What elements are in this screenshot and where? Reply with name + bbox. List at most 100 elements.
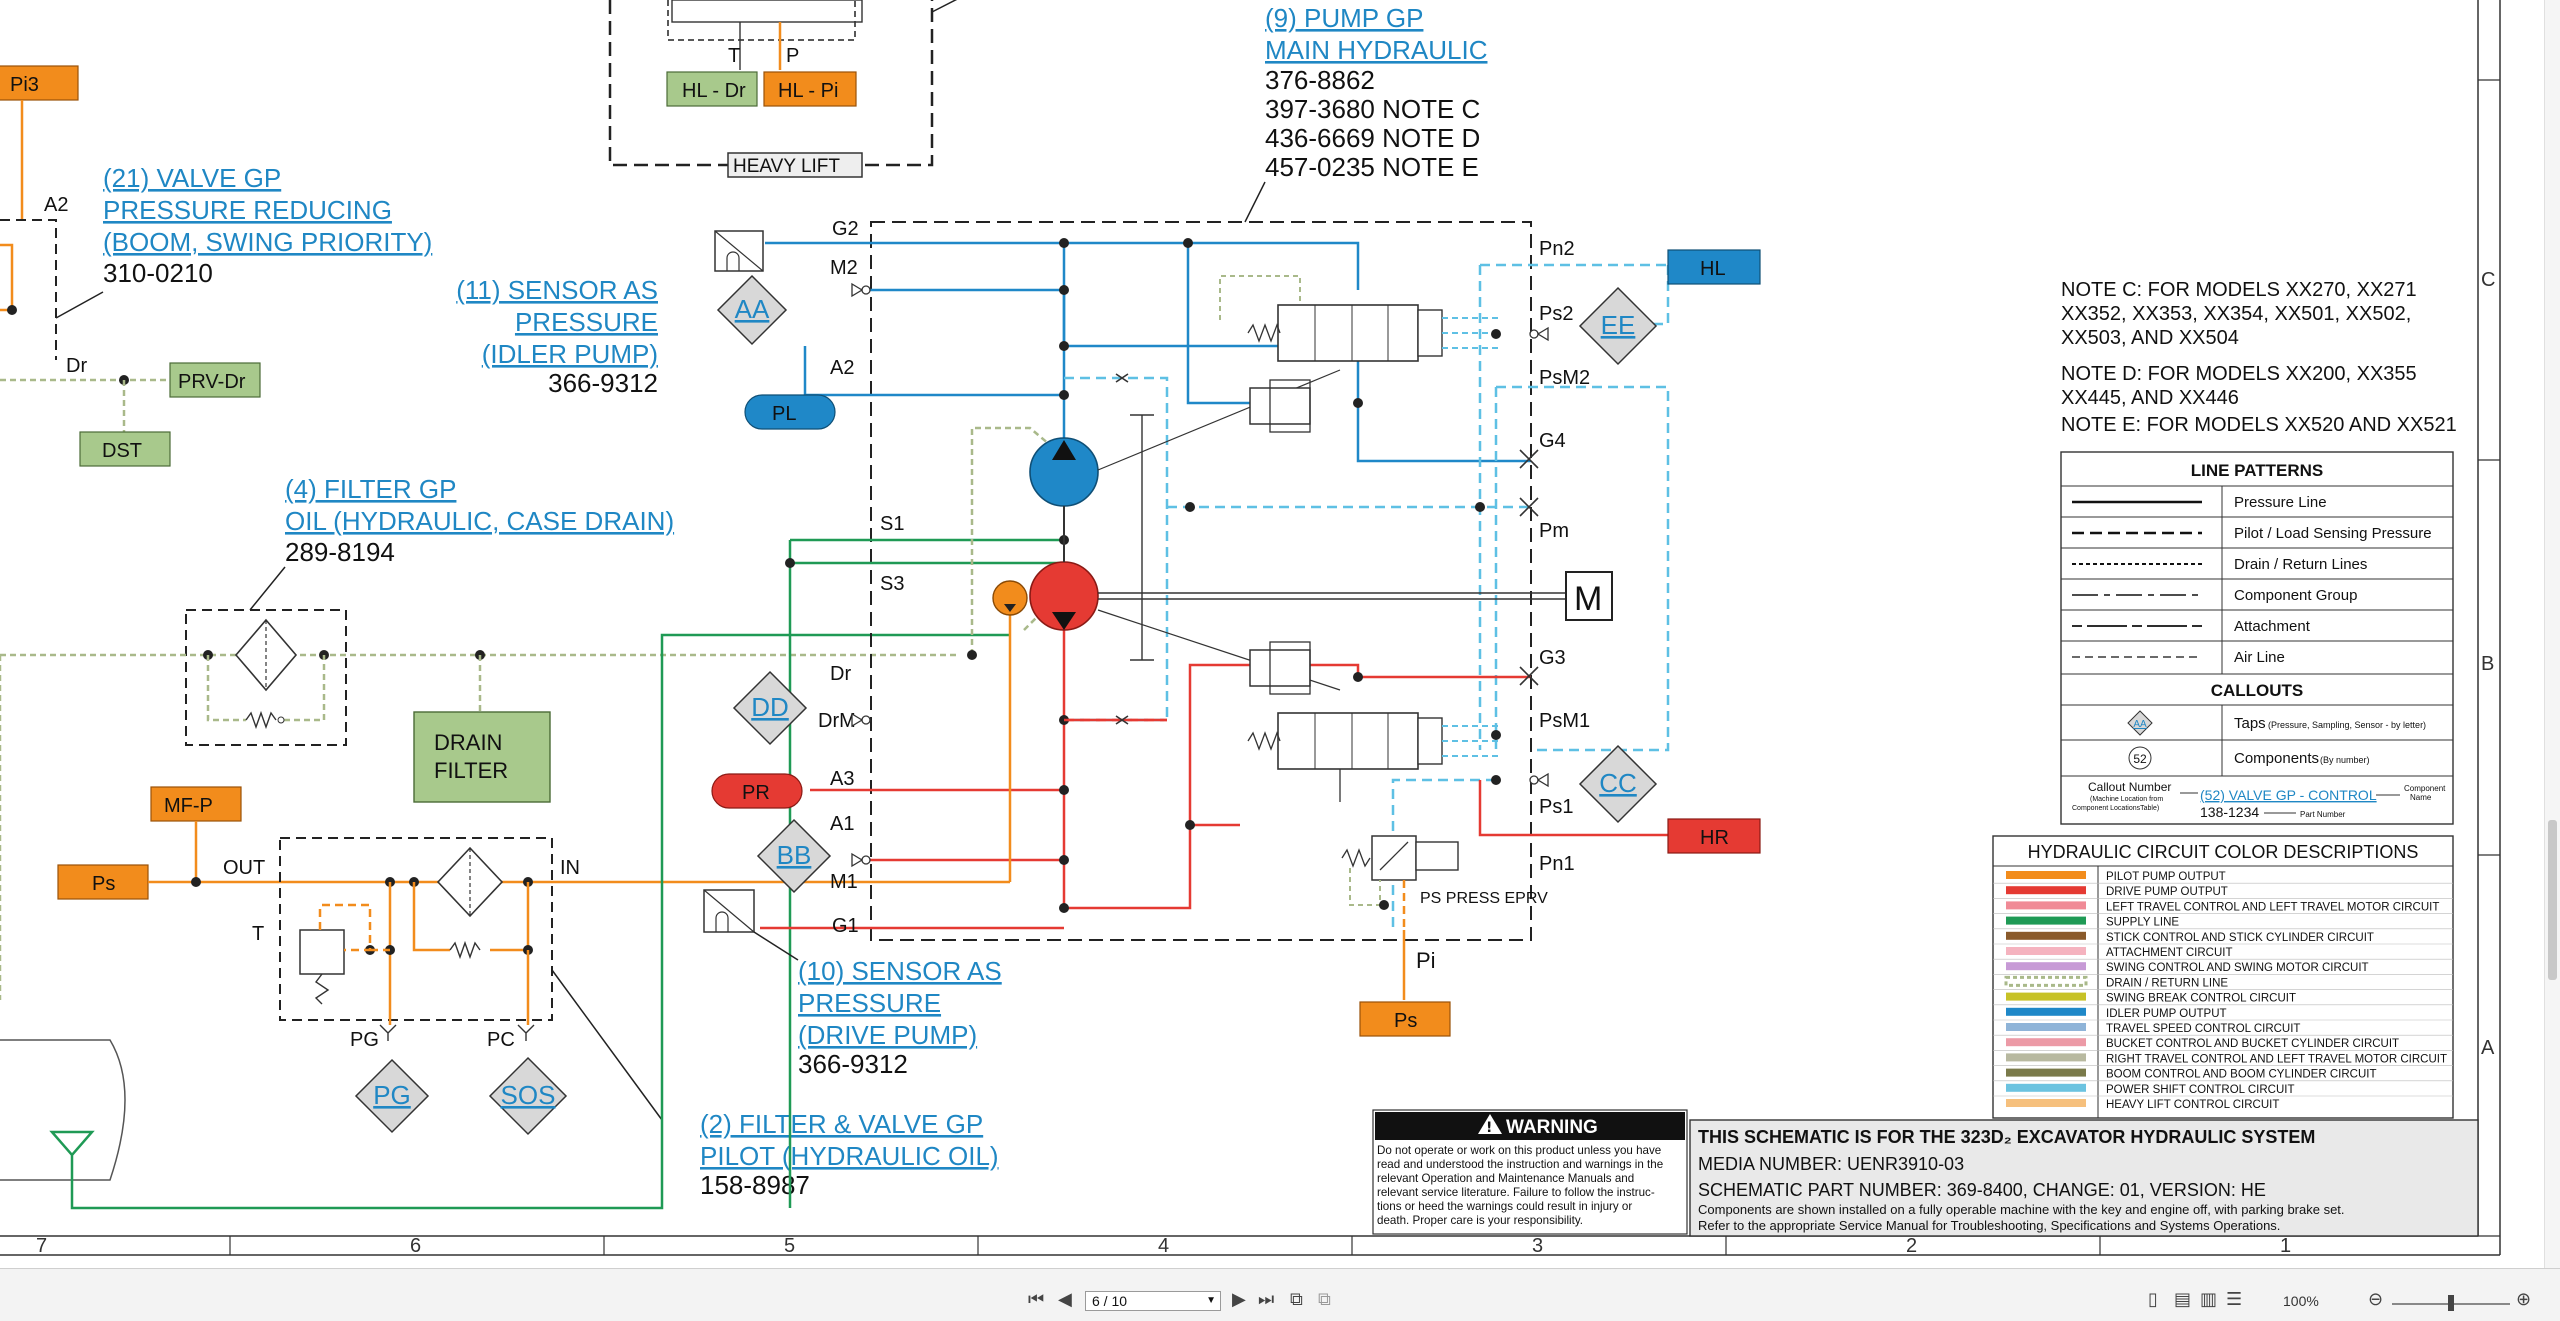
tap-ee[interactable]: EE	[1578, 286, 1658, 366]
lower-regulator	[1247, 641, 1500, 802]
port-a3: A3	[830, 768, 854, 790]
pi3-label: Pi3	[10, 74, 39, 96]
tap-sos-label[interactable]: SOS	[501, 1080, 556, 1110]
sensor-11-callout[interactable]: (11) SENSOR AS PRESSURE (IDLER PUMP) 366…	[456, 275, 658, 398]
port-dr: Dr	[830, 663, 851, 685]
tap-bb[interactable]: BB	[756, 818, 832, 894]
row-letter: C	[2481, 269, 2495, 291]
valve-21-line1[interactable]: (21) VALVE GP	[103, 163, 281, 193]
vertical-scrollbar[interactable]	[2544, 0, 2560, 1268]
sensor-11-line2[interactable]: PRESSURE	[515, 307, 658, 337]
sensor-10-line2[interactable]: PRESSURE	[798, 988, 941, 1018]
filter-2-callout[interactable]: (2) FILTER & VALVE GP PILOT (HYDRAULIC O…	[700, 1109, 999, 1200]
filter-4-callout[interactable]: (4) FILTER GP OIL (HYDRAULIC, CASE DRAIN…	[285, 474, 674, 567]
pattern-attachment: Attachment	[2234, 618, 2311, 635]
port-dr-left: Dr	[66, 355, 87, 377]
ps-press-eprv: PS PRESS EPRV Pi	[1341, 835, 1548, 1000]
page-number-input[interactable]: 6 / 10▼	[1085, 1291, 1221, 1311]
color-descriptions-title: HYDRAULIC CIRCUIT COLOR DESCRIPTIONS	[2028, 842, 2419, 862]
single-page-view-icon[interactable]: ▯	[2148, 1289, 2158, 1310]
sensor-10-line3[interactable]: (DRIVE PUMP)	[798, 1020, 977, 1050]
sensor-11	[714, 230, 764, 272]
filter-2-part: 158-8987	[700, 1170, 810, 1200]
sensor-10-line1[interactable]: (10) SENSOR AS	[798, 956, 1002, 986]
notes: NOTE C: FOR MODELS XX270, XX271 XX352, X…	[2061, 279, 2457, 436]
prev-page-icon[interactable]: ◀	[1058, 1289, 1072, 1310]
vertical-scroll-thumb[interactable]	[2548, 820, 2557, 980]
zoom-out-icon[interactable]: ⊖	[2368, 1289, 2384, 1310]
tap-pg-label[interactable]: PG	[373, 1080, 411, 1110]
tap-bb-label[interactable]: BB	[777, 840, 812, 870]
pages-icon[interactable]: ⧉	[1318, 1289, 1331, 1310]
copy-icon[interactable]: ⧉	[1290, 1289, 1303, 1310]
zoom-slider-handle[interactable]	[2448, 1295, 2454, 1311]
port-g3: G3	[1539, 647, 1566, 669]
ps-bottom-tag	[1359, 1001, 1451, 1037]
legend-callout-small-1: (Machine Location from	[2090, 796, 2163, 803]
filter-4-part: 289-8194	[285, 537, 395, 567]
tap-dd-label[interactable]: DD	[751, 692, 789, 722]
tap-aa[interactable]: AA	[716, 274, 788, 346]
filter-2-line2[interactable]: PILOT (HYDRAULIC OIL)	[700, 1141, 999, 1171]
color-description-label: DRAIN / RETURN LINE	[2106, 977, 2228, 989]
title-line-5: Refer to the appropriate Service Manual …	[1698, 1218, 2280, 1233]
valve-21-callout[interactable]: (21) VALVE GP PRESSURE REDUCING (BOOM, S…	[103, 163, 432, 288]
continuous-view-icon[interactable]: ▤	[2174, 1289, 2192, 1310]
port-psm1: PsM1	[1539, 710, 1590, 732]
color-description-label: BUCKET CONTROL AND BUCKET CYLINDER CIRCU…	[2106, 1038, 2399, 1050]
two-page-view-icon[interactable]: ▥	[2200, 1289, 2218, 1310]
port-psm2: PsM2	[1539, 367, 1590, 389]
last-page-icon[interactable]: ⏭	[1258, 1289, 1275, 1310]
tap-ee-label[interactable]: EE	[1601, 310, 1636, 340]
hl-dr-tag	[666, 71, 758, 107]
zoom-in-icon[interactable]: ⊕	[2516, 1289, 2532, 1310]
column-number: 6	[410, 1235, 421, 1257]
port-a2: A2	[830, 357, 854, 379]
port-g4: G4	[1539, 430, 1566, 452]
pattern-pilot: Pilot / Load Sensing Pressure	[2234, 525, 2432, 542]
color-description-label: HEAVY LIFT CONTROL CIRCUIT	[2106, 1099, 2279, 1111]
port-t: T	[728, 45, 740, 67]
pl-label: PL	[772, 403, 796, 425]
page-dropdown-icon[interactable]: ▼	[1206, 1295, 1216, 1306]
port-m1: M1	[830, 871, 858, 893]
color-swatch	[2006, 992, 2086, 1001]
port-pi: Pi	[1416, 948, 1436, 973]
legend-taps-small: (Pressure, Sampling, Sensor - by letter)	[2268, 720, 2426, 730]
filter-4-line2[interactable]: OIL (HYDRAULIC, CASE DRAIN)	[285, 506, 674, 536]
valve-21-line2[interactable]: PRESSURE REDUCING	[103, 195, 392, 225]
warning-line-4: relevant service literature. Failure to …	[1377, 1186, 1655, 1199]
legend-tap-symbol: AA	[2133, 719, 2147, 730]
tap-dd[interactable]: DD	[732, 670, 808, 746]
pattern-air: Air Line	[2234, 649, 2285, 666]
sensor-10-callout[interactable]: (10) SENSOR AS PRESSURE (DRIVE PUMP) 366…	[798, 956, 1002, 1079]
pump-9-title[interactable]: (9) PUMP GP	[1265, 3, 1423, 33]
dst-tag	[79, 431, 171, 467]
scroll-view-icon[interactable]: ☰	[2226, 1289, 2243, 1310]
row-letter: B	[2481, 653, 2494, 675]
svg-text:!: !	[1486, 1120, 1492, 1136]
pattern-pressure: Pressure Line	[2234, 494, 2327, 511]
ps-press-eprv-label: PS PRESS EPRV	[1420, 890, 1548, 907]
first-page-icon[interactable]: ⏮	[1028, 1289, 1045, 1310]
tap-sos[interactable]: SOS	[488, 1056, 568, 1136]
next-page-icon[interactable]: ▶	[1232, 1289, 1246, 1310]
filter-2-line1[interactable]: (2) FILTER & VALVE GP	[700, 1109, 983, 1139]
pump-9-callout[interactable]: (9) PUMP GP MAIN HYDRAULIC 376-8862 397-…	[1265, 3, 1487, 182]
hl-tag	[1667, 249, 1761, 285]
sensor-11-line1[interactable]: (11) SENSOR AS	[456, 275, 658, 305]
viewer-toolbar	[0, 1268, 2560, 1321]
port-g1: G1	[832, 915, 859, 937]
pump-9-subtitle[interactable]: MAIN HYDRAULIC	[1265, 35, 1487, 65]
legend-taps: Taps	[2234, 715, 2266, 732]
warning-line-5: tions or heed the warnings could result …	[1377, 1200, 1632, 1213]
sensor-11-line3[interactable]: (IDLER PUMP)	[482, 339, 658, 369]
port-out: OUT	[223, 857, 265, 879]
tap-cc-label[interactable]: CC	[1599, 768, 1637, 798]
column-number: 1	[2280, 1235, 2291, 1257]
tap-pg[interactable]: PG	[354, 1058, 430, 1134]
tap-cc[interactable]: CC	[1578, 744, 1658, 824]
filter-4-line1[interactable]: (4) FILTER GP	[285, 474, 456, 504]
tap-aa-label[interactable]: AA	[735, 294, 770, 324]
valve-21-line3[interactable]: (BOOM, SWING PRIORITY)	[103, 227, 432, 257]
